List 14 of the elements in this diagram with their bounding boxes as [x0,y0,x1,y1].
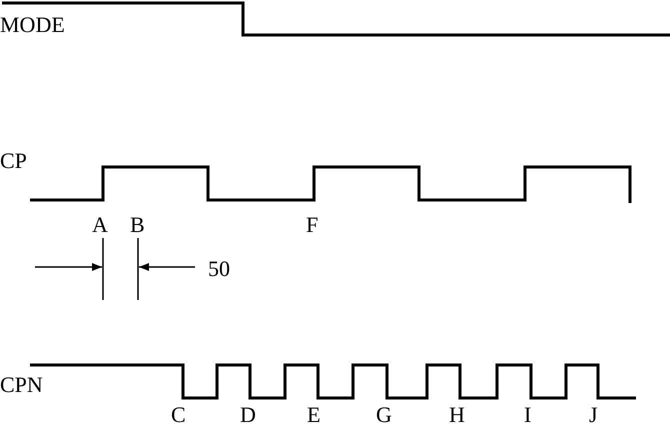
point-label: A [92,214,108,236]
point-label: J [589,404,598,426]
point-label: G [376,404,392,426]
dimension-value: 50 [208,258,230,280]
point-label: F [306,214,318,236]
point-label: I [524,404,532,426]
point-label: E [307,404,320,426]
point-label: C [171,404,186,426]
signal-name: CP [0,150,27,172]
point-label: D [240,404,256,426]
signal-name: CPN [0,374,43,396]
signal-name: MODE [0,14,65,36]
point-label: B [130,214,145,236]
point-label: H [449,404,465,426]
